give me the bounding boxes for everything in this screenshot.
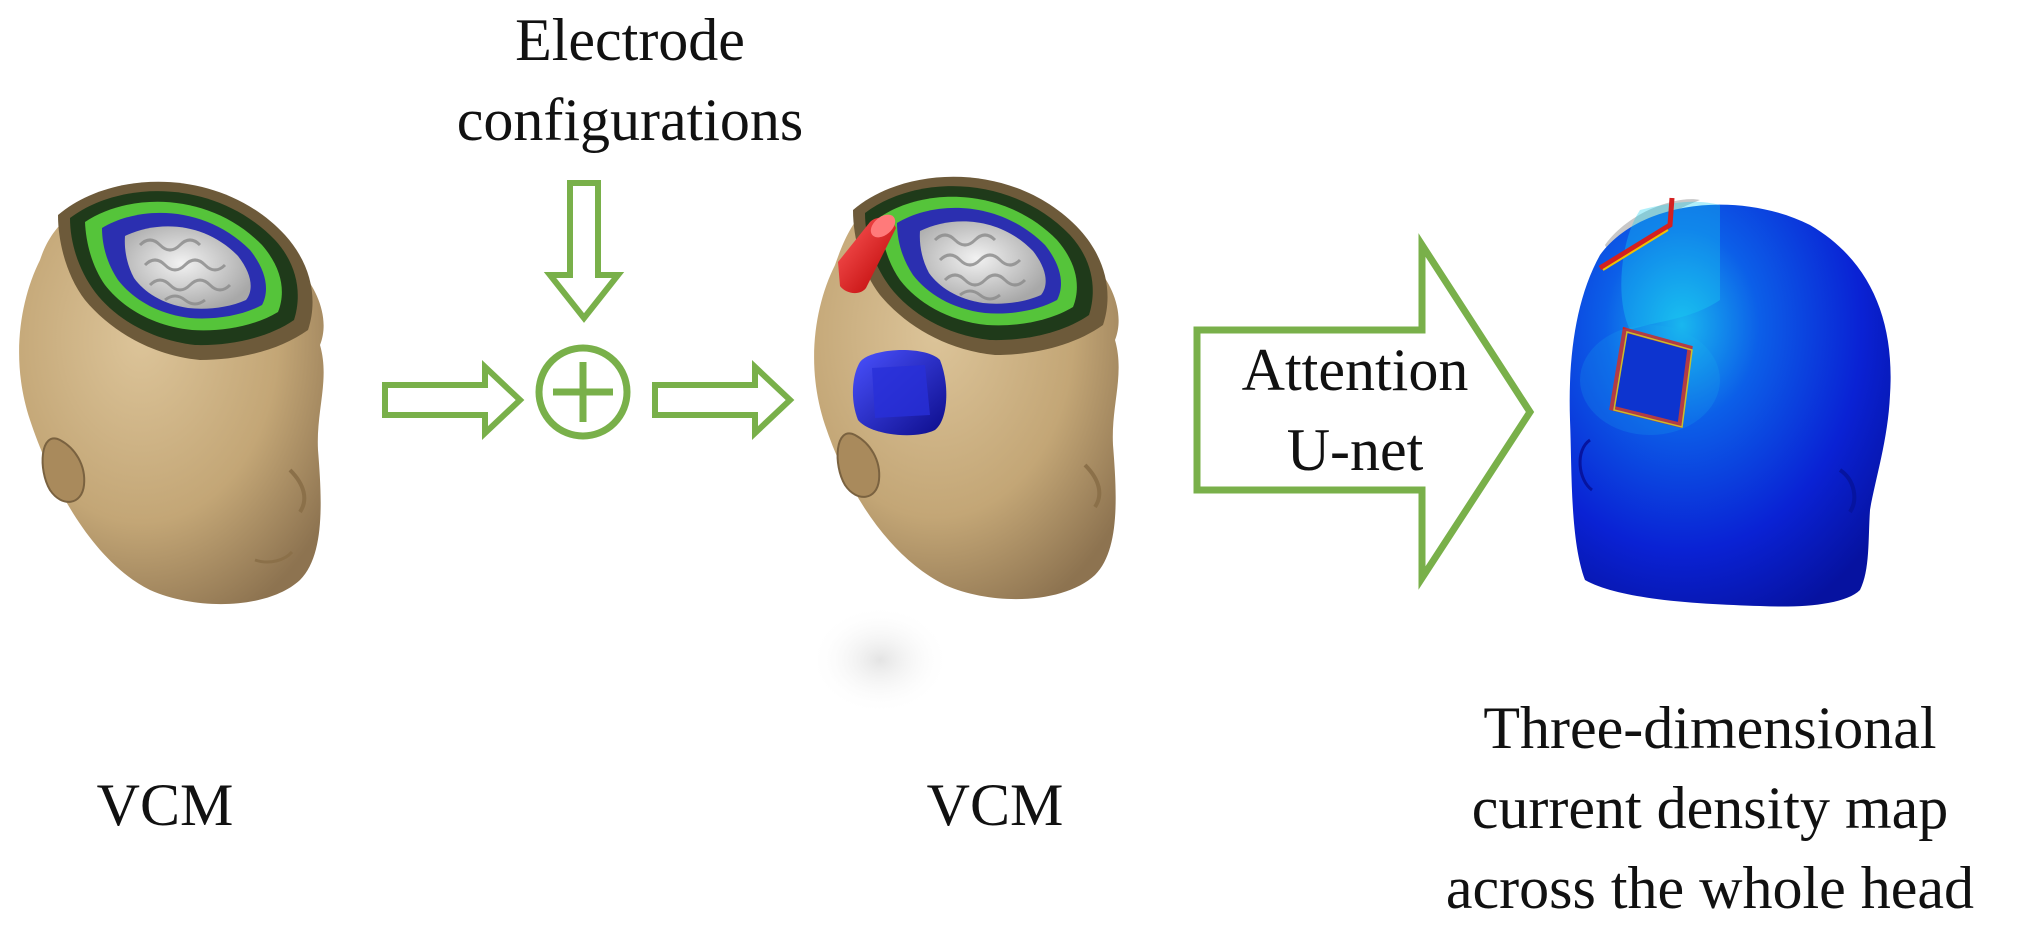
network-label: Attention U-net [1205, 330, 1505, 490]
flow-arrow-1 [382, 360, 525, 440]
middle-model-label: VCM [926, 772, 1064, 838]
left-model-label: VCM [96, 772, 234, 838]
result-label-line-2: current density map [1471, 775, 1949, 841]
result-label: Three-dimensional current density map ac… [1395, 688, 2025, 928]
electrode-cathode-icon [852, 350, 947, 436]
electrode-icon [838, 214, 896, 294]
head-model-icon [19, 181, 324, 605]
plus-icon [535, 344, 631, 440]
result-label-line-1: Three-dimensional [1483, 695, 1937, 761]
down-arrow [543, 180, 625, 323]
electrode-label-line-2: configurations [456, 87, 804, 153]
network-label-line-1: Attention [1241, 337, 1469, 403]
network-label-line-2: U-net [1286, 417, 1424, 483]
result-label-line-3: across the whole head [1445, 855, 1975, 921]
network-arrow [1193, 233, 1535, 590]
current-density-head-icon [1569, 197, 1891, 607]
electrode-label-line-1: Electrode [515, 7, 745, 73]
flow-arrow-2 [652, 360, 795, 440]
electrode-configurations-label: Electrode configurations [330, 0, 930, 160]
head-model-with-electrodes-icon [810, 176, 1119, 715]
